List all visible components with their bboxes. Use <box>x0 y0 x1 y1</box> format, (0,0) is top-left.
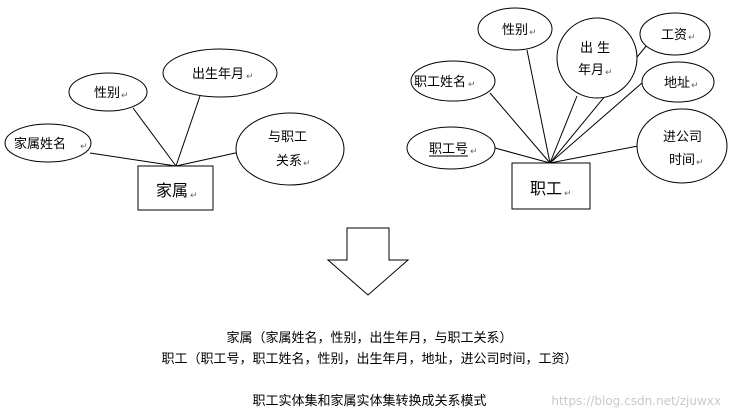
entity-jiashu-label: 家属 <box>156 181 188 200</box>
attr-zhigong-birth: 出 生 年月 ↵ <box>556 17 638 99</box>
attr-jiashu-gender: 性别 ↵ <box>68 72 148 112</box>
attr-zhigong-address-label: 地址 <box>664 76 690 91</box>
paragraph-mark: ↵ <box>121 91 129 101</box>
attr-zhigong-id-key: 职工号 ↵ <box>406 126 496 170</box>
link-zhigong-address <box>549 82 643 164</box>
link-jiashu-gender <box>132 107 177 167</box>
down-arrow-icon <box>326 227 410 296</box>
entity-jiashu: 家属 ↵ <box>137 165 214 211</box>
attr-zhigong-gender-label: 性别 <box>502 23 528 38</box>
paragraph-mark: ↵ <box>80 142 88 152</box>
paragraph-mark: ↵ <box>696 158 704 168</box>
attr-zhigong-hire-label-line2: 时间 <box>669 153 695 168</box>
link-jiashu-name <box>89 152 177 167</box>
link-jiashu-relation <box>175 151 241 167</box>
figure-caption: 职工实体集和家属实体集转换成关系模式 <box>252 394 487 409</box>
attr-jiashu-name-label: 家属姓名 <box>14 136 66 152</box>
entity-zhigong: 职工 ↵ <box>511 162 591 210</box>
paragraph-mark: ↵ <box>468 80 476 90</box>
paragraph-mark: ↵ <box>564 189 572 199</box>
attr-zhigong-birth-label-line2: 年月 <box>578 63 604 78</box>
attr-zhigong-birth-label-line1: 出 生 <box>580 41 610 56</box>
paragraph-mark: ↵ <box>691 81 699 91</box>
attr-zhigong-hire: 进公司 时间 ↵ <box>636 108 728 184</box>
attr-jiashu-relation-label-line1: 与职工 <box>268 130 307 145</box>
attr-zhigong-name: 职工姓名 ↵ <box>410 60 496 102</box>
link-jiashu-birth <box>175 95 201 167</box>
attr-jiashu-name: 家属姓名 ↵ <box>4 123 92 163</box>
attr-zhigong-salary: 工资 ↵ <box>639 12 711 56</box>
attr-zhigong-id-key-label: 职工号 <box>429 142 468 157</box>
attr-jiashu-relation-label-line2: 关系 <box>276 154 302 169</box>
attr-zhigong-hire-label-line1: 进公司 <box>663 130 702 145</box>
attr-zhigong-name-label: 职工姓名 <box>414 74 466 90</box>
attr-jiashu-birth: 出生年月 ↵ <box>162 48 278 98</box>
schema-zhigong: 职工（职工号，职工姓名，性别，出生年月，地址，进公司时间，工资） <box>161 352 578 367</box>
link-zhigong-name <box>489 92 551 164</box>
attr-zhigong-gender: 性别 ↵ <box>477 7 553 51</box>
attr-jiashu-gender-label: 性别 <box>94 86 120 101</box>
attr-zhigong-address: 地址 ↵ <box>641 61 715 103</box>
attr-jiashu-relation: 与职工 关系 ↵ <box>235 112 345 186</box>
attr-zhigong-salary-label: 工资 <box>661 28 687 43</box>
entity-zhigong-label: 职工 <box>530 179 562 198</box>
paragraph-mark: ↵ <box>303 159 311 169</box>
schema-jiashu: 家属（家属姓名，性别，出生年月，与职工关系） <box>226 331 513 346</box>
watermark: https://blog.csdn.net/zjuwxx <box>551 394 721 408</box>
link-zhigong-hire <box>549 145 639 164</box>
paragraph-mark: ↵ <box>470 147 478 157</box>
attr-jiashu-birth-label: 出生年月 <box>192 67 244 82</box>
paragraph-mark: ↵ <box>688 33 696 43</box>
link-zhigong-gender <box>526 49 551 164</box>
link-zhigong-birth <box>549 95 578 164</box>
paragraph-mark: ↵ <box>529 28 537 38</box>
link-zhigong-id <box>494 147 551 164</box>
paragraph-mark: ↵ <box>246 72 254 82</box>
paragraph-mark: ↵ <box>190 191 198 201</box>
paragraph-mark: ↵ <box>605 68 613 78</box>
